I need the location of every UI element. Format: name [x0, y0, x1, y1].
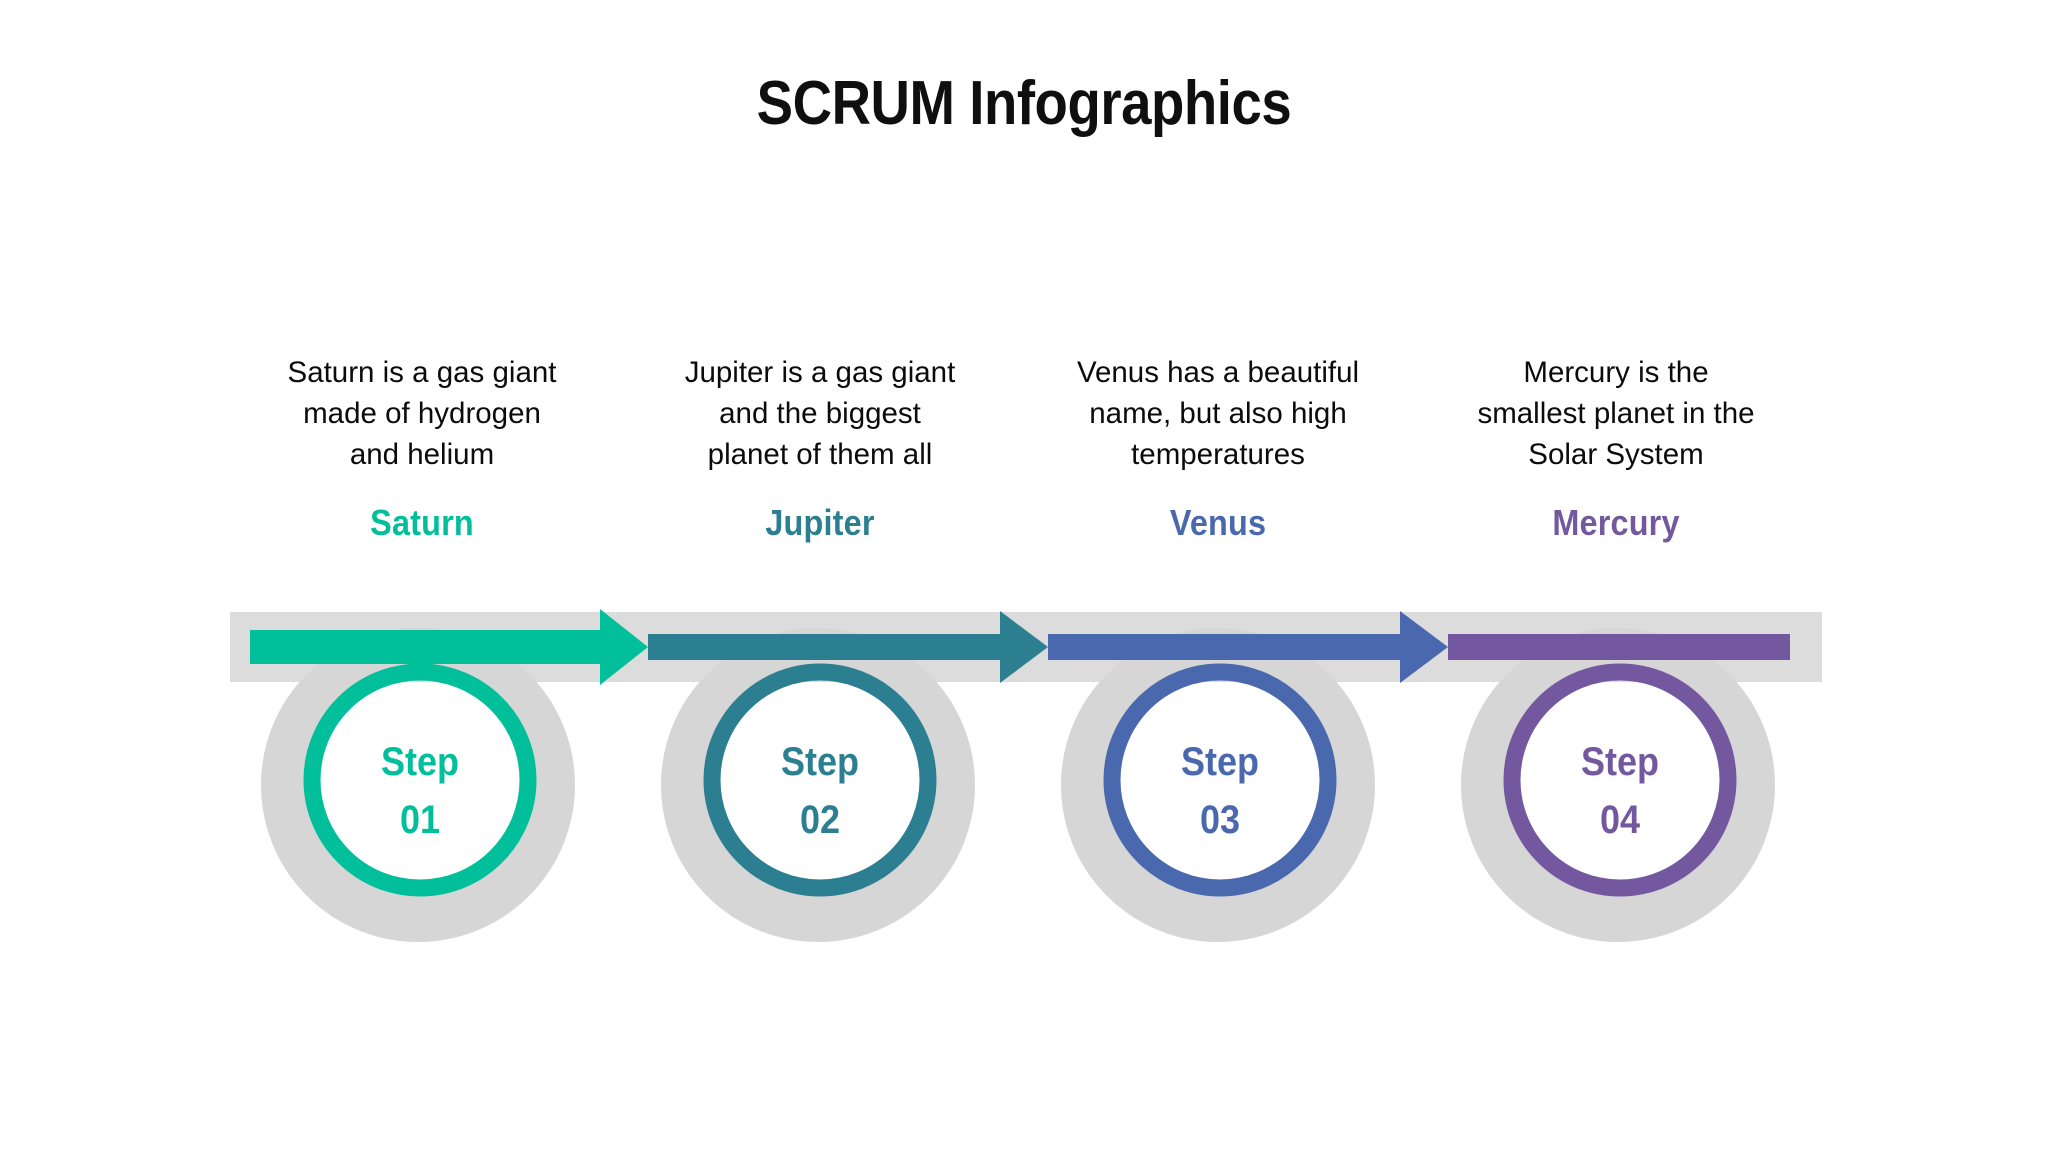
text-column-step-01: Saturn is a gas giant made of hydrogen a…	[224, 352, 620, 544]
step-number-step-04: 04	[1600, 798, 1640, 842]
step-planet-name: Saturn	[370, 502, 474, 543]
step-label-group: Step 01 Step 02 Step 03 Step 04	[381, 740, 1659, 842]
step-planet-name: Venus	[1169, 502, 1267, 543]
ring-inner-disc-group	[327, 687, 1713, 873]
step-description: Mercury is the smallest planet in the So…	[1477, 356, 1755, 471]
step-description: Saturn is a gas giant made of hydrogen a…	[287, 356, 557, 471]
progress-ring-step-04[interactable]	[1503, 663, 1737, 897]
ring-color-group	[303, 663, 1737, 897]
step-planet-name: Jupiter	[765, 502, 875, 543]
inner-disc-step-02	[727, 687, 913, 873]
step-label-step-02: Step	[781, 740, 859, 784]
step-number-step-02: 02	[800, 798, 840, 842]
step-description: Jupiter is a gas giant and the biggest p…	[684, 356, 956, 471]
flow-arrow-step-02[interactable]	[648, 611, 1048, 683]
progress-ring-step-03[interactable]	[1103, 663, 1337, 897]
inner-disc-step-03	[1127, 687, 1313, 873]
flow-arrow-step-01[interactable]	[250, 609, 648, 685]
progress-ring-step-01[interactable]	[303, 663, 537, 897]
inner-disc-step-04	[1527, 687, 1713, 873]
text-column-step-02: Jupiter is a gas giant and the biggest p…	[622, 352, 1018, 544]
step-number-step-01: 01	[400, 798, 440, 842]
inner-disc-step-01	[327, 687, 513, 873]
step-label-step-03: Step	[1181, 740, 1259, 784]
flow-arrow-step-03[interactable]	[1048, 611, 1448, 683]
text-columns: Saturn is a gas giant made of hydrogen a…	[0, 352, 2048, 592]
step-planet-name: Mercury	[1552, 502, 1680, 543]
page-title: SCRUM Infographics	[756, 69, 1292, 138]
step-label-step-01: Step	[381, 740, 459, 784]
step-label-step-04: Step	[1581, 740, 1659, 784]
step-description: Venus has a beautiful name, but also hig…	[1076, 356, 1360, 471]
arrow-group	[250, 609, 1790, 685]
text-column-step-03: Venus has a beautiful name, but also hig…	[1020, 352, 1416, 544]
text-column-step-04: Mercury is the smallest planet in the So…	[1418, 352, 1814, 544]
flow-arrow-step-04[interactable]	[1448, 634, 1790, 660]
step-number-step-03: 03	[1200, 798, 1240, 842]
progress-ring-step-02[interactable]	[703, 663, 937, 897]
